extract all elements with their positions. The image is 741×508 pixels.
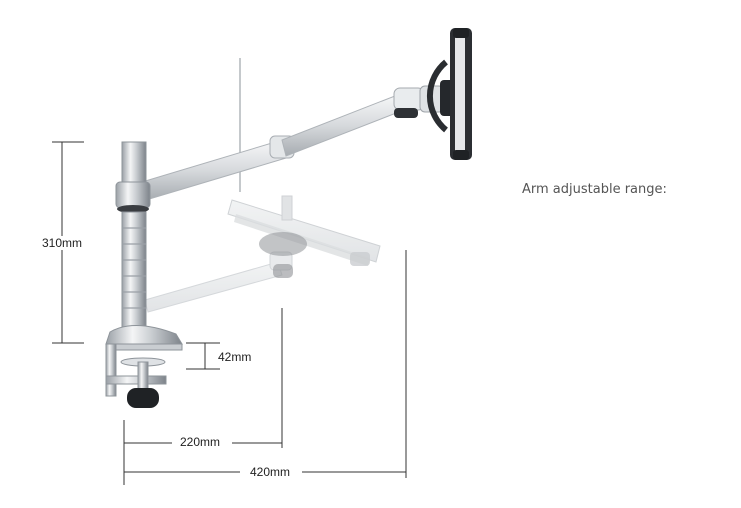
caption-arm-range: Arm adjustable range: [522, 182, 667, 197]
label-310mm: 310mm [40, 236, 85, 250]
label-420mm: 420mm [250, 465, 291, 479]
ghost-lower-arm [144, 195, 381, 313]
desk-clamp [105, 343, 183, 408]
label-220mm: 220mm [180, 435, 221, 449]
label-42mm: 42mm [218, 350, 252, 364]
tablet-holder [427, 28, 472, 160]
pole [105, 141, 183, 345]
